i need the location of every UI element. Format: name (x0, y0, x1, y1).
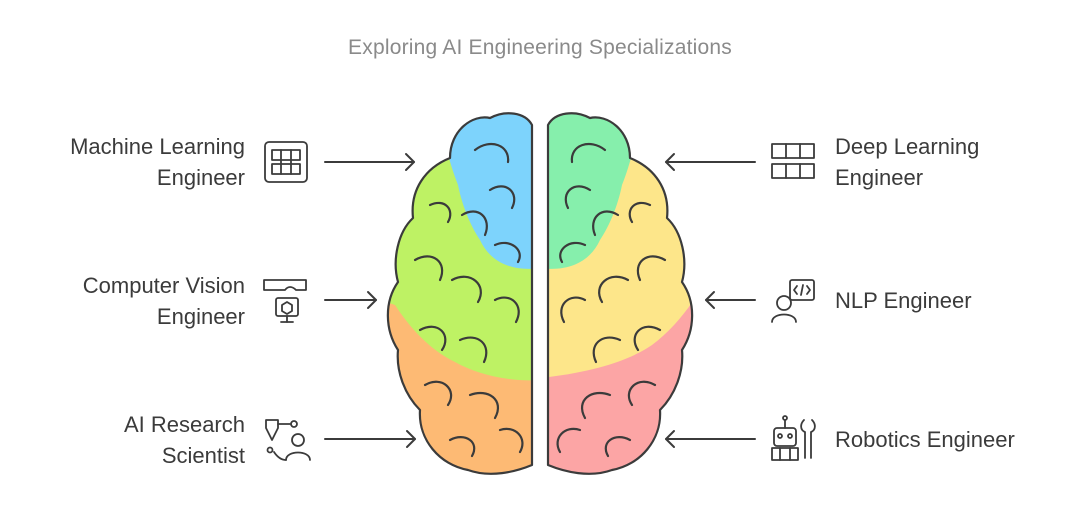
page-title: Exploring AI Engineering Specializations (348, 36, 732, 59)
arrow-research (324, 430, 416, 448)
vr-monitor-icon (263, 279, 307, 323)
region-teal-right (548, 113, 640, 269)
label-deep-learning-engineer: Deep Learning Engineer (835, 134, 980, 190)
label-computer-vision-engineer: Computer Vision Engineer (82, 273, 245, 329)
label-machine-learning-engineer: Machine Learning Engineer (70, 134, 245, 190)
arrow-nlp (705, 291, 756, 309)
robot-wrench-icon (771, 415, 816, 461)
brain-folds-left (413, 142, 524, 458)
coder-icon (771, 279, 815, 323)
label-robotics-engineer: Robotics Engineer (835, 427, 1015, 452)
scientist-icon (265, 419, 311, 461)
brain-right-hemisphere (548, 113, 693, 474)
label-ai-research-scientist: AI Research Scientist (123, 412, 245, 468)
layers-grid-icon (771, 143, 815, 179)
brain-folds-right (556, 142, 667, 458)
brain-left-outline (386, 112, 534, 475)
arrow-robotics (665, 430, 756, 448)
arrow-dl (665, 153, 756, 171)
arrow-ml (324, 153, 415, 171)
arrow-cv (324, 291, 377, 309)
brain-left-hemisphere (387, 113, 532, 474)
label-nlp-engineer: NLP Engineer (835, 288, 972, 313)
grid-panel-icon (264, 141, 308, 183)
brain-right-outline (546, 112, 694, 475)
region-blue-left (440, 113, 532, 269)
